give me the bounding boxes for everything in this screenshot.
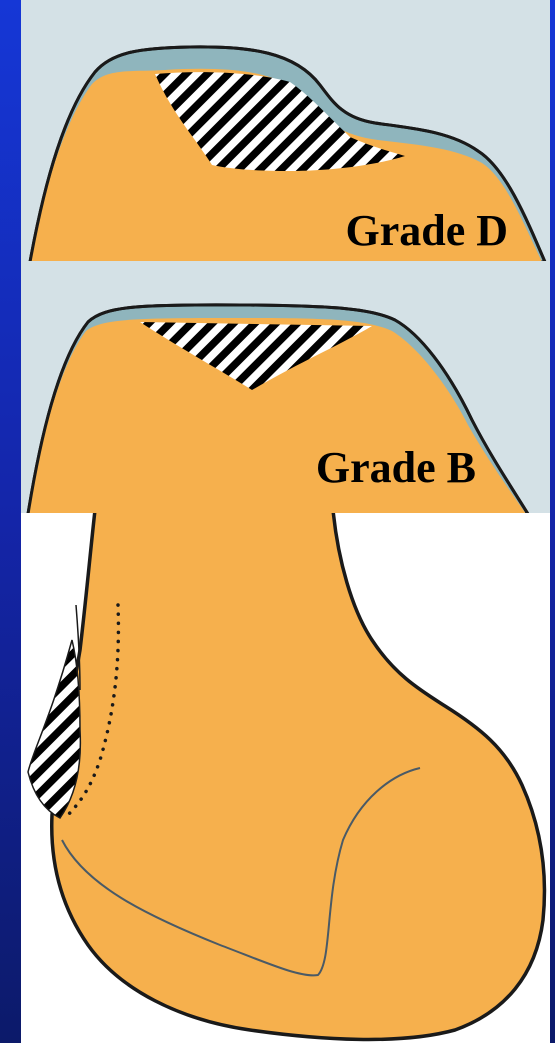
panel-grade-b: Grade B bbox=[21, 261, 550, 514]
grade-d-label: Grade D bbox=[345, 206, 508, 255]
panel-grade-d: Grade D bbox=[21, 0, 550, 262]
panel-femur-lateral bbox=[21, 510, 550, 1043]
grade-b-label: Grade B bbox=[316, 443, 476, 492]
